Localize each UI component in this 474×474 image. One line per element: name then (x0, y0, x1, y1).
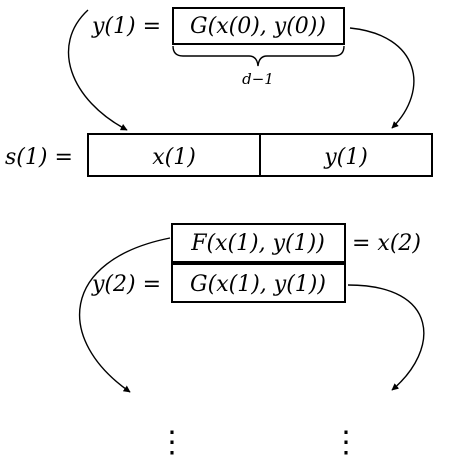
g-box-label: G(x(1), y(1)) (190, 272, 326, 297)
state-right-cell: y(1) (323, 145, 368, 170)
g-box (171, 263, 346, 303)
f-rhs: = x(2) (352, 231, 421, 256)
g-lhs: y(2) = (91, 272, 161, 297)
top-lhs: y(1) = (91, 14, 161, 39)
f-box-label: F(x(1), y(1)) (190, 231, 325, 256)
continuation-dots-right: ⋮ (331, 425, 361, 460)
arrow-to-next-y (347, 284, 425, 391)
state-left-cell: x(1) (152, 145, 196, 170)
top-g-box-label: G(x(0), y(0)) (190, 14, 326, 39)
continuation-dots-left: ⋮ (157, 425, 187, 460)
arrow-to-next-x (79, 237, 171, 393)
top-g-box (172, 7, 345, 45)
arrow-to-y1 (349, 27, 415, 129)
brace-label: d−1 (242, 70, 274, 88)
f-box (171, 223, 346, 263)
arrow-to-x1 (67, 9, 128, 131)
state-lhs: s(1) = (5, 145, 73, 170)
underbrace (172, 45, 345, 67)
